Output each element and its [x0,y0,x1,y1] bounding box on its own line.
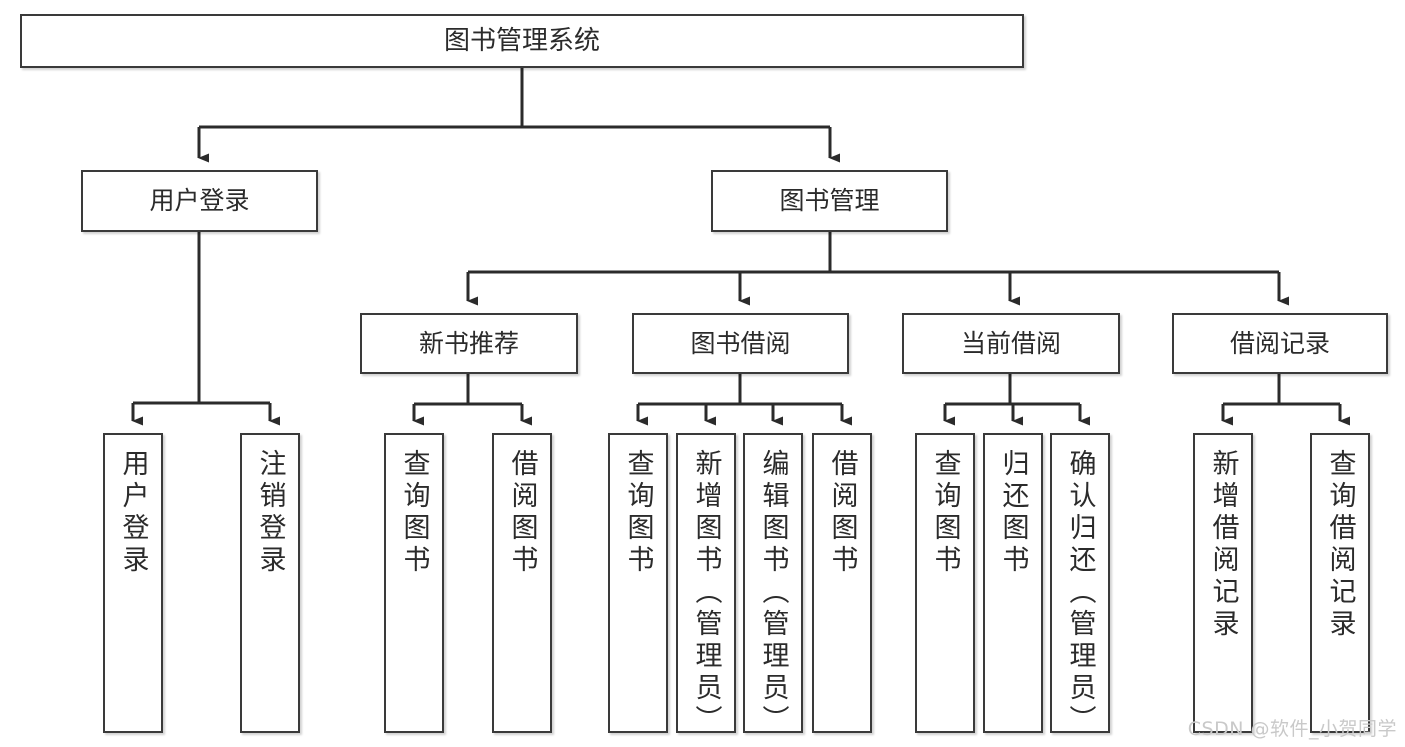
node-label: 注销登录 [254,449,286,577]
leaf-book-borrow-query[interactable]: 查询图书 [608,433,668,733]
csdn-watermark: CSDN @软件_小贺同学 [1187,718,1397,740]
leaf-current-borrow-confirm-return[interactable]: 确认归还（管理员） [1050,433,1110,737]
node-label: 查询图书 [929,449,961,577]
leaf-user-login-logout[interactable]: 注销登录 [240,433,300,733]
node-label: 查询借阅记录 [1324,449,1356,641]
node-borrow-record[interactable]: 借阅记录 [1172,313,1388,374]
node-new-book-recommend[interactable]: 新书推荐 [360,313,578,374]
node-label: 查询图书 [398,449,430,577]
node-book-borrow[interactable]: 图书借阅 [632,313,849,374]
node-label: 图书借阅 [690,328,791,358]
leaf-book-borrow-add[interactable]: 新增图书（管理员） [676,433,736,737]
node-label: 图书管理 [779,186,880,216]
node-current-borrow[interactable]: 当前借阅 [902,313,1120,374]
leaf-new-book-query[interactable]: 查询图书 [384,433,444,733]
node-label: 当前借阅 [960,328,1061,358]
node-label: 编辑图书（管理员） [757,449,789,737]
leaf-user-login-login[interactable]: 用户登录 [103,433,163,733]
node-label: 图书管理系统 [443,25,600,56]
node-label: 新增图书（管理员） [690,449,722,737]
node-label: 用户登录 [149,186,250,216]
leaf-book-borrow-edit[interactable]: 编辑图书（管理员） [743,433,803,737]
node-user-login[interactable]: 用户登录 [81,170,318,232]
node-label: 用户登录 [117,449,149,577]
leaf-current-borrow-query[interactable]: 查询图书 [915,433,975,733]
node-label: 新增借阅记录 [1207,449,1239,641]
leaf-borrow-record-add[interactable]: 新增借阅记录 [1193,433,1253,733]
leaf-current-borrow-return[interactable]: 归还图书 [983,433,1043,733]
node-label: 新书推荐 [418,328,519,358]
leaf-book-borrow-borrow[interactable]: 借阅图书 [812,433,872,733]
node-book-management[interactable]: 图书管理 [711,170,948,232]
node-label: 借阅图书 [506,449,538,577]
node-label: 查询图书 [622,449,654,577]
leaf-new-book-borrow[interactable]: 借阅图书 [492,433,552,733]
node-label: 借阅记录 [1229,328,1330,358]
node-label: 确认归还（管理员） [1064,449,1096,737]
node-label: 归还图书 [997,449,1029,577]
leaf-borrow-record-query[interactable]: 查询借阅记录 [1310,433,1370,733]
node-label: 借阅图书 [826,449,858,577]
node-root-system[interactable]: 图书管理系统 [20,14,1024,68]
